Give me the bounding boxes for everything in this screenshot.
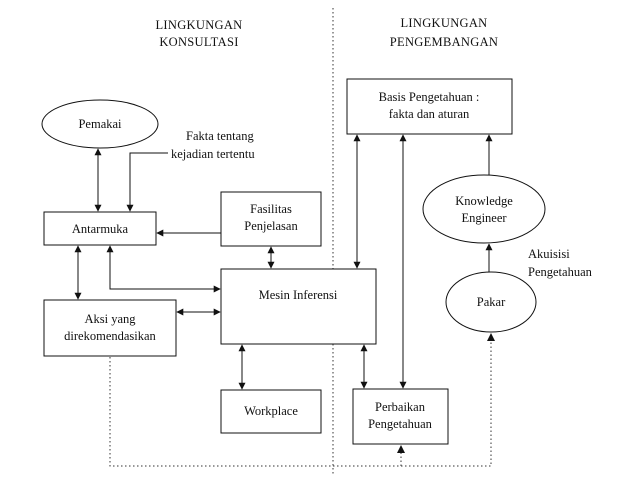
node-basis-label-1: Basis Pengetahuan : [379,90,480,104]
node-pakar-label: Pakar [477,295,506,309]
node-pemakai [41,99,159,149]
feedback-arrow-perbaikan [397,445,405,453]
feedback-loop-path [109,340,492,467]
header-consultation-line-2: KONSULTASI [159,35,238,49]
node-fasilitas-label-1: Fasilitas [250,202,292,216]
node-knowledge-engineer-label-2: Engineer [461,211,507,225]
node-knowledge-engineer-label-1: Knowledge [455,194,513,208]
node-aksi-label-2: direkomendasikan [64,329,156,343]
annotation-akuisisi-line-1: Akuisisi [528,247,570,261]
annotation-fakta-line-1: Fakta tentang [186,129,254,143]
annotation-fakta-line-2: kejadian tertentu [171,147,255,161]
header-development-line-1: LINGKUNGAN [400,16,487,30]
node-perbaikan [352,388,449,445]
node-fasilitas [220,191,322,247]
node-antarmuka-label: Antarmuka [72,222,129,236]
header-consultation-line-1: LINGKUNGAN [155,18,242,32]
annotation-akuisisi-line-2: Pengetahuan [528,265,593,279]
node-workplace-label: Workplace [244,404,298,418]
node-basis-pengetahuan [346,78,513,135]
arrow-fakta-antarmuka [126,152,168,212]
node-fasilitas-label-2: Penjelasan [244,219,298,233]
header-development-line-2: PENGEMBANGAN [390,35,498,49]
node-pakar [445,271,537,333]
arrow-antarmuka-mesin [106,245,221,293]
feedback-arrow-pakar [487,333,495,341]
node-pemakai-label: Pemakai [78,117,122,131]
node-perbaikan-label-2: Pengetahuan [368,417,433,431]
node-knowledge-engineer [422,174,546,244]
node-antarmuka [43,211,157,246]
node-aksi-label-1: Aksi yang [84,312,136,326]
node-workplace [220,389,322,434]
node-aksi [43,299,177,357]
node-basis-label-2: fakta dan aturan [389,107,470,121]
node-perbaikan-label-1: Perbaikan [375,400,426,414]
node-mesin-inferensi [220,268,377,345]
node-mesin-inferensi-label: Mesin Inferensi [259,288,338,302]
